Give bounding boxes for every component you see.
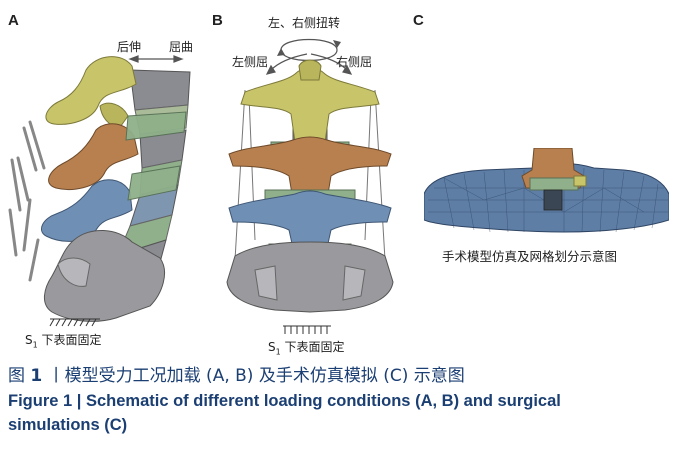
figure-caption-english-line1: Figure 1 | Schematic of different loadin…	[8, 392, 561, 410]
lateral-bend-arrows	[265, 53, 353, 75]
rotation-label: 左、右侧扭转	[268, 16, 341, 30]
intervertebral-discs	[125, 111, 187, 201]
panel-c-surgical-mesh	[424, 148, 669, 236]
panel-a-fixed-label: S1 下表面固定	[25, 333, 102, 350]
panel-b-spine-posterior	[226, 38, 394, 334]
vertebra-l4-orange	[48, 123, 139, 190]
figure-caption-english-line2: simulations (C)	[8, 416, 128, 434]
flexion-label: 屈曲	[169, 40, 194, 54]
figure-caption-english: Figure 1 | Schematic of different loadin…	[8, 389, 673, 437]
rotation-arrow	[277, 38, 341, 62]
extension-label: 后伸	[117, 40, 142, 54]
vertebra-l3-yellow	[45, 56, 137, 131]
panel-a-letter: A	[8, 12, 19, 29]
panel-c-letter: C	[413, 12, 424, 29]
vertebra-l3-yellow-posterior	[240, 59, 380, 147]
figure-caption-chinese: 图 1 丨模型受力工况加载 (A, B) 及手术仿真模拟 (C) 示意图	[8, 366, 465, 386]
panel-a-spine-lateral	[8, 55, 191, 327]
left-bend-label: 左侧屈	[232, 55, 269, 69]
sacrum-posterior	[226, 241, 394, 313]
panel-b-fixed-label: S1 下表面固定	[268, 340, 345, 357]
vertebra-l5-blue-posterior	[228, 190, 392, 252]
flexion-extension-arrow	[128, 55, 184, 63]
panel-c-caption: 手术模型仿真及网格划分示意图	[442, 249, 618, 264]
fixation-hatch-b	[283, 325, 331, 334]
vertebra-l4-orange-posterior	[228, 136, 392, 205]
fixation-hatch-a	[49, 318, 100, 327]
sacrum	[44, 229, 165, 322]
panel-b-letter: B	[212, 12, 223, 29]
right-bend-label: 右侧屈	[336, 55, 373, 69]
